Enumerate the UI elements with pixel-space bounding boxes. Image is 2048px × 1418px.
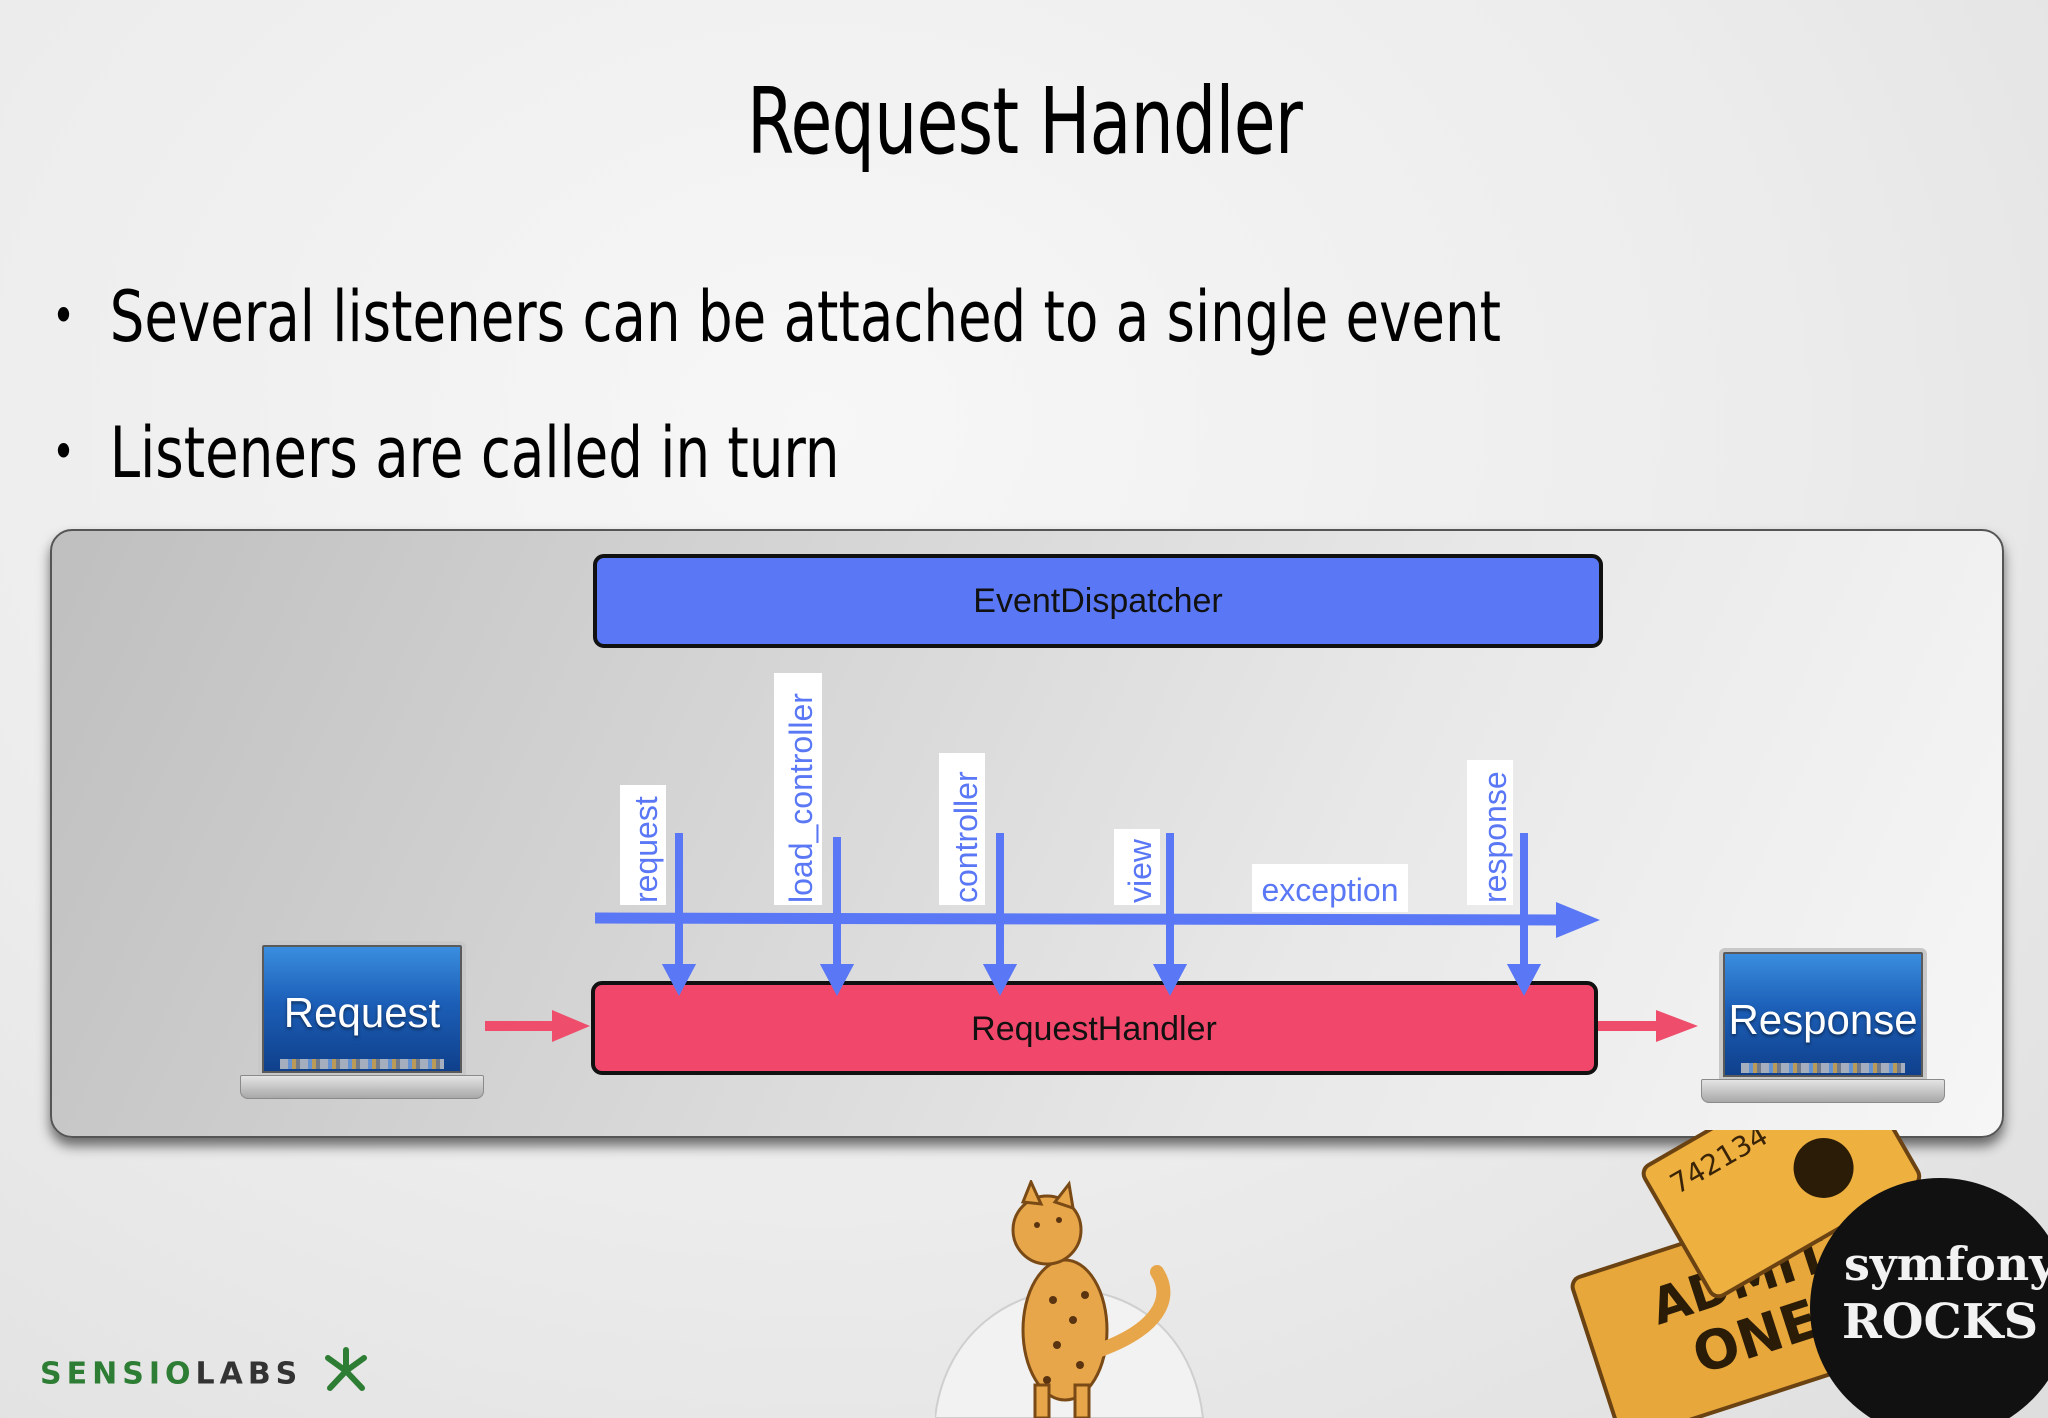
svg-text:exception: exception	[1262, 872, 1399, 908]
event-label-response: response	[1467, 760, 1513, 905]
symfony-rocks-badge-icon: ADMIT ONE 742134 symfony ROCKS	[1570, 1130, 2048, 1418]
handler-to-response-arrow	[1598, 1010, 1698, 1042]
svg-text:controller: controller	[948, 771, 984, 903]
laptop-screen: Response	[1719, 948, 1927, 1081]
slide-title: Request Handler	[746, 68, 1303, 175]
bullet-dot-icon: •	[52, 422, 76, 481]
request-label: Request	[283, 989, 441, 1036]
svg-text:response: response	[1477, 771, 1513, 903]
laptop-screen: Request	[258, 941, 466, 1077]
laptop-base	[1701, 1079, 1945, 1103]
cheetah-mascot-icon	[935, 1180, 1205, 1418]
bullet-item: • Listeners are called in turn	[52, 412, 840, 494]
bullet-item: • Several listeners can be attached to a …	[52, 276, 1501, 358]
response-label: Response	[1728, 996, 1918, 1043]
sensiolabs-logo: SENSIOLABS	[40, 1347, 374, 1400]
bullet-text: Several listeners can be attached to a s…	[109, 276, 1502, 358]
laptop-dock	[1741, 1063, 1905, 1073]
event-label-request: request	[620, 785, 666, 905]
response-laptop-icon: Response	[1701, 948, 1945, 1103]
logo-sensio-text: SENSIO	[40, 1356, 196, 1392]
event-timeline-arrowhead	[1556, 902, 1600, 938]
svg-text:load_controller: load_controller	[783, 693, 819, 903]
bullet-text: Listeners are called in turn	[109, 412, 840, 494]
event-label-controller: controller	[939, 753, 985, 905]
request-handler-box	[591, 981, 1598, 1075]
request-laptop-icon: Request	[240, 941, 484, 1099]
event-label-view: view	[1114, 829, 1160, 905]
svg-text:view: view	[1122, 838, 1158, 903]
request-to-handler-arrow	[485, 1010, 590, 1042]
event-label-exception: exception	[1252, 864, 1408, 912]
event-label-load-controller: load_controller	[774, 673, 822, 905]
badge-rocks-text: ROCKS	[1842, 1294, 2038, 1350]
laptop-base	[240, 1075, 484, 1099]
logo-labs-text: LABS	[195, 1356, 303, 1392]
event-dispatcher-box	[593, 554, 1603, 648]
request-handler-label: RequestHandler	[971, 1010, 1217, 1048]
asterisk-logo-icon	[324, 1347, 367, 1391]
laptop-dock	[280, 1059, 444, 1069]
badge-symfony-text: symfony	[1844, 1237, 2048, 1291]
bullet-dot-icon: •	[52, 286, 76, 345]
event-timeline-line	[594, 912, 1561, 926]
event-dispatcher-label: EventDispatcher	[973, 582, 1222, 620]
svg-text:request: request	[628, 796, 664, 903]
